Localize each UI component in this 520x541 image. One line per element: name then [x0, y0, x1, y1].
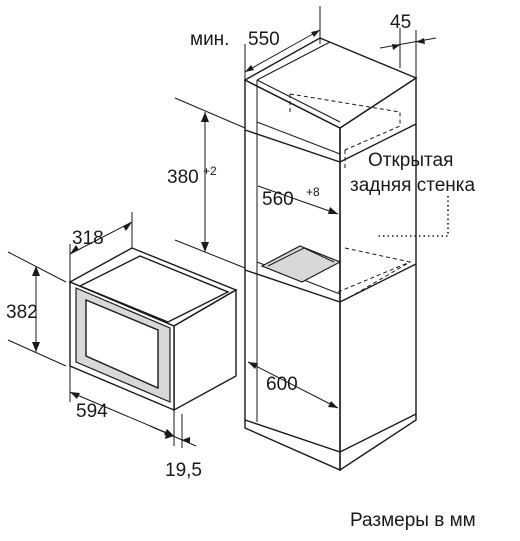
cabinet-right-side [339, 76, 417, 472]
appliance-height-ext-bottom [7, 339, 67, 367]
niche-width-dimension: 560 +8 [257, 185, 339, 215]
cabinet-upper-shelf [244, 123, 417, 163]
appliance-top-inner [78, 255, 230, 323]
back-gap-arrow-right [416, 38, 425, 44]
niche-width-line [257, 185, 339, 215]
open-back-upper-dashed [289, 93, 401, 151]
niche-height-ext-bottom [174, 239, 246, 269]
niche-depth-dimension: 600 [247, 361, 339, 409]
niche-depth-value: 600 [266, 374, 298, 395]
cabinet-min-label: мин. [190, 29, 229, 50]
back-gap-arrow-left [392, 44, 400, 50]
cabinet-width-dimension: мин. 550 [190, 6, 321, 80]
cabinet-vent-line [267, 247, 335, 267]
back-gap-value: 45 [390, 12, 411, 33]
appliance-width-value: 594 [76, 401, 108, 422]
units-note: Размеры в мм [350, 510, 476, 531]
niche-height-ext-top [174, 97, 246, 129]
cabinet-drawing [243, 37, 418, 472]
appliance-front-arrow-right [182, 437, 190, 443]
cabinet-width-line [244, 29, 321, 73]
appliance-front-dimension: 19,5 [149, 414, 202, 481]
cabinet-top-edge [256, 41, 331, 81]
appliance-front-value: 19,5 [165, 460, 202, 481]
niche-width-value: 560 [262, 189, 294, 210]
niche-depth-arrow-left [248, 362, 258, 369]
niche-height-arrow-bottom [201, 242, 209, 252]
appliance-height-dimension: 382 [6, 251, 67, 367]
appliance-depth-dimension: 318 [69, 212, 133, 282]
appliance-height-ext-top [7, 251, 67, 283]
niche-height-arrow-top [201, 112, 209, 122]
appliance-depth-value: 318 [72, 228, 104, 249]
appliance-width-dimension: 594 [69, 366, 175, 446]
niche-height-value: 380 [167, 167, 199, 188]
niche-width-arrow [328, 207, 338, 214]
appliance-depth-line [69, 221, 133, 255]
open-back-callout: Открытая задняя стенка [350, 150, 475, 237]
appliance-height-arrow-bottom [32, 342, 40, 352]
appliance-depth-arrow-left [70, 245, 79, 254]
appliance-window [85, 298, 159, 390]
niche-depth-line [247, 361, 339, 409]
open-back-lower-diag [337, 261, 411, 293]
appliance-front-arrow-left [165, 433, 174, 439]
niche-width-tolerance: +8 [306, 185, 320, 199]
cabinet-width-arrow-right [311, 30, 320, 37]
appliance-height-value: 382 [6, 302, 38, 323]
appliance-width-arrow-left [70, 392, 80, 399]
back-gap-line [379, 37, 437, 49]
appliance-drawing [68, 247, 238, 412]
cabinet-bottom-shelf [244, 413, 417, 453]
cabinet-top-inner [256, 79, 341, 123]
open-back-label-line2: задняя стенка [350, 175, 475, 196]
cabinet-width-value: 550 [248, 29, 280, 50]
cabinet-width-arrow-left [245, 65, 254, 72]
niche-height-tolerance: +2 [203, 164, 217, 178]
niche-depth-arrow-right [328, 401, 338, 408]
cabinet-vent-strip [260, 245, 342, 283]
appliance-depth-arrow-right [123, 222, 132, 231]
open-back-label-line1: Открытая [368, 150, 453, 171]
niche-height-dimension: 380 +2 [167, 97, 246, 269]
appliance-height-arrow-top [32, 266, 40, 276]
back-gap-dimension: 45 [379, 12, 437, 78]
cabinet-upper-shelf-back [256, 121, 341, 155]
